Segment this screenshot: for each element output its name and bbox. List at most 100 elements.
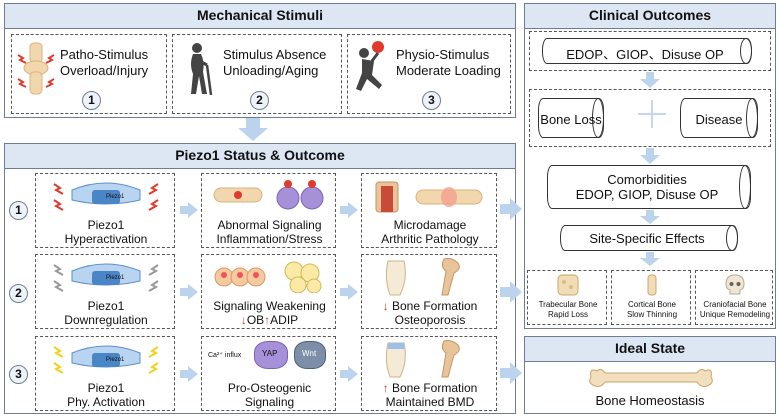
row-3-status-box: Piezo1 Piezo1 Phy. Activation xyxy=(35,336,175,411)
ob-label: OB xyxy=(246,313,265,327)
row-3-outcome-line1: ↑ Bone Formation xyxy=(362,381,498,395)
row-1-status-box: Piezo1 Piezo1 Hyperactivation xyxy=(35,173,175,248)
site-specific-text: Site-Specific Effects xyxy=(589,231,705,246)
plus-icon xyxy=(638,100,666,128)
stimulus-1-number: 1 xyxy=(82,91,101,110)
site-specific-cylinder xyxy=(560,225,738,251)
adip-label: ADIP xyxy=(270,313,299,327)
stimulus-1-line1: Patho-Stimulus xyxy=(60,47,149,62)
clinical-top-text: EDOP、GIOP、Disuse OP xyxy=(566,47,724,62)
row-3-status-line2: Phy. Activation xyxy=(67,395,145,409)
row-2-number: 2 xyxy=(9,284,28,303)
row-2-channel-label: Piezo1 xyxy=(106,275,125,281)
knee-joint-icon xyxy=(17,42,55,95)
stimulus-2-number: 2 xyxy=(250,91,269,110)
stimulus-box-2: Stimulus Absence Unloading/Aging 2 xyxy=(172,34,342,114)
row-1-number: 1 xyxy=(9,201,28,220)
row-2-signal-box: Signaling Weakening ↓OB↑ADIP xyxy=(201,254,336,329)
clinical-outcomes-title: Clinical Outcomes xyxy=(525,4,775,29)
row-3-outcome-text: Bone Formation xyxy=(391,381,478,395)
healthy-bone-icon xyxy=(385,340,460,378)
row-3-signal-line1: Pro-Osteogenic xyxy=(227,381,312,395)
row-2-arrow-1-icon xyxy=(180,284,198,300)
site-cortical-line1: Cortical Bone xyxy=(627,300,677,309)
row-1-arrow-2-icon xyxy=(340,202,358,218)
ideal-state-title: Ideal State xyxy=(525,337,775,362)
row-2-status-box: Piezo1 Piezo1 Downregulation xyxy=(35,254,175,329)
row-2-status-line1: Piezo1 xyxy=(87,299,125,313)
ca-influx-chip: Ca²⁺ influx xyxy=(208,352,242,359)
row-3-status-line1: Piezo1 xyxy=(87,381,125,395)
row-2-outcome-line2: Osteoporosis xyxy=(394,313,466,327)
row-1-status-line2: Hyperactivation xyxy=(64,232,148,246)
to-clinical-arrow-1-icon xyxy=(500,198,522,220)
row-2-status-line2: Downregulation xyxy=(64,313,148,327)
row-1-outcome-line1: Microdamage xyxy=(393,218,467,232)
row-3-signal-line2: Signaling xyxy=(244,395,295,409)
comorbidities-cylinder xyxy=(547,165,751,209)
row-2-outcome-line1: ↓ Bone Formation xyxy=(362,299,498,313)
row-3-outcome-line2: Maintained BMD xyxy=(385,395,475,409)
clinical-down-arrow-1-icon xyxy=(640,72,660,88)
site-craniofacial-line1: Craniofacial Bone xyxy=(703,300,767,309)
row-1-signal-line1: Abnormal Signaling xyxy=(217,218,322,232)
stimulus-1-line2: Overload/Injury xyxy=(60,63,149,78)
osteoblast-adipocyte-icon xyxy=(214,261,322,293)
down-arrow-red-icon: ↓ xyxy=(382,299,392,313)
piezo1-channel-active-icon xyxy=(53,345,159,374)
skull-icon xyxy=(725,274,745,295)
site-cortical-line2: Slow Thinning xyxy=(626,310,678,319)
ideal-state-text: Bone Homeostasis xyxy=(595,393,705,408)
row-2-signal-line1: Signaling Weakening xyxy=(213,299,326,313)
to-clinical-arrow-2-icon xyxy=(500,281,522,303)
row-3-arrow-2-icon xyxy=(340,366,358,382)
row-1-arrow-1-icon xyxy=(180,202,198,218)
row-2-signal-line2: ↓OB↑ADIP xyxy=(202,313,337,327)
row-1-outcome-box: Microdamage Arthritic Pathology xyxy=(361,173,497,248)
yap-chip xyxy=(254,341,288,369)
to-ideal-arrow-icon xyxy=(500,362,522,384)
stimulus-3-number: 3 xyxy=(422,91,441,110)
comorbidities-line1: Comorbidities xyxy=(607,172,687,187)
porous-bone-icon xyxy=(385,258,460,296)
cell-signaling-inflammation-icon xyxy=(213,180,324,210)
up-arrow-small-icon: ↑ xyxy=(264,313,271,327)
site-craniofacial-line2: Unique Remodeling xyxy=(699,310,771,319)
wnt-label: Wnt xyxy=(302,349,317,358)
row-3-outcome-box: ↑ Bone Formation Maintained BMD xyxy=(361,336,497,411)
row-1-status-line1: Piezo1 xyxy=(87,218,125,232)
clinical-top-cylinder xyxy=(542,38,752,64)
elderly-person-icon xyxy=(191,43,213,96)
piezo1-status-title: Piezo1 Status & Outcome xyxy=(5,144,515,169)
mechanical-stimuli-title: Mechanical Stimuli xyxy=(5,4,515,29)
row-3-number: 3 xyxy=(9,365,28,384)
comorbidities-line2: EDOP, GIOP, Disuse OP xyxy=(575,187,719,202)
stimulus-2-line1: Stimulus Absence xyxy=(223,47,327,62)
site-box-trabecular: Trabecular Bone Rapid Loss xyxy=(527,270,607,325)
piezo1-channel-down-icon xyxy=(53,263,159,292)
disease-text: Disease xyxy=(695,112,743,127)
row-2-outcome-text: Bone Formation xyxy=(391,299,478,313)
stimulus-2-line2: Unloading/Aging xyxy=(223,63,319,78)
clinical-down-arrow-3-icon xyxy=(640,210,660,224)
row-3-channel-label: Piezo1 xyxy=(106,357,125,363)
stimulus-box-3: Physio-Stimulus Moderate Loading 3 xyxy=(347,34,511,114)
clinical-top-box: EDOP、GIOP、Disuse OP xyxy=(529,31,771,71)
site-trabecular-line1: Trabecular Bone xyxy=(538,300,598,309)
up-arrow-red-icon: ↑ xyxy=(382,381,392,395)
ideal-state-panel: Ideal State Bone Homeostasis xyxy=(524,336,776,414)
clinical-down-arrow-4-icon xyxy=(640,252,660,266)
row-1-outcome-line2: Arthritic Pathology xyxy=(381,232,479,246)
bone-loss-disease-box: Bone Loss Disease xyxy=(529,89,771,147)
trabecular-bone-icon xyxy=(557,274,579,296)
row-2-arrow-2-icon xyxy=(340,284,358,300)
row-1-channel-label: Piezo1 xyxy=(106,194,125,200)
site-trabecular-line2: Rapid Loss xyxy=(547,310,589,319)
bone-loss-cylinder xyxy=(538,98,604,138)
row-3-arrow-1-icon xyxy=(180,366,198,382)
stimulus-3-line1: Physio-Stimulus xyxy=(396,47,490,62)
row-3-signal-box: Ca²⁺ influx YAP Wnt Pro-Osteogenic Signa… xyxy=(201,336,336,411)
cortical-bone-icon xyxy=(647,274,657,296)
wnt-chip xyxy=(294,341,326,369)
disease-cylinder xyxy=(680,98,758,138)
